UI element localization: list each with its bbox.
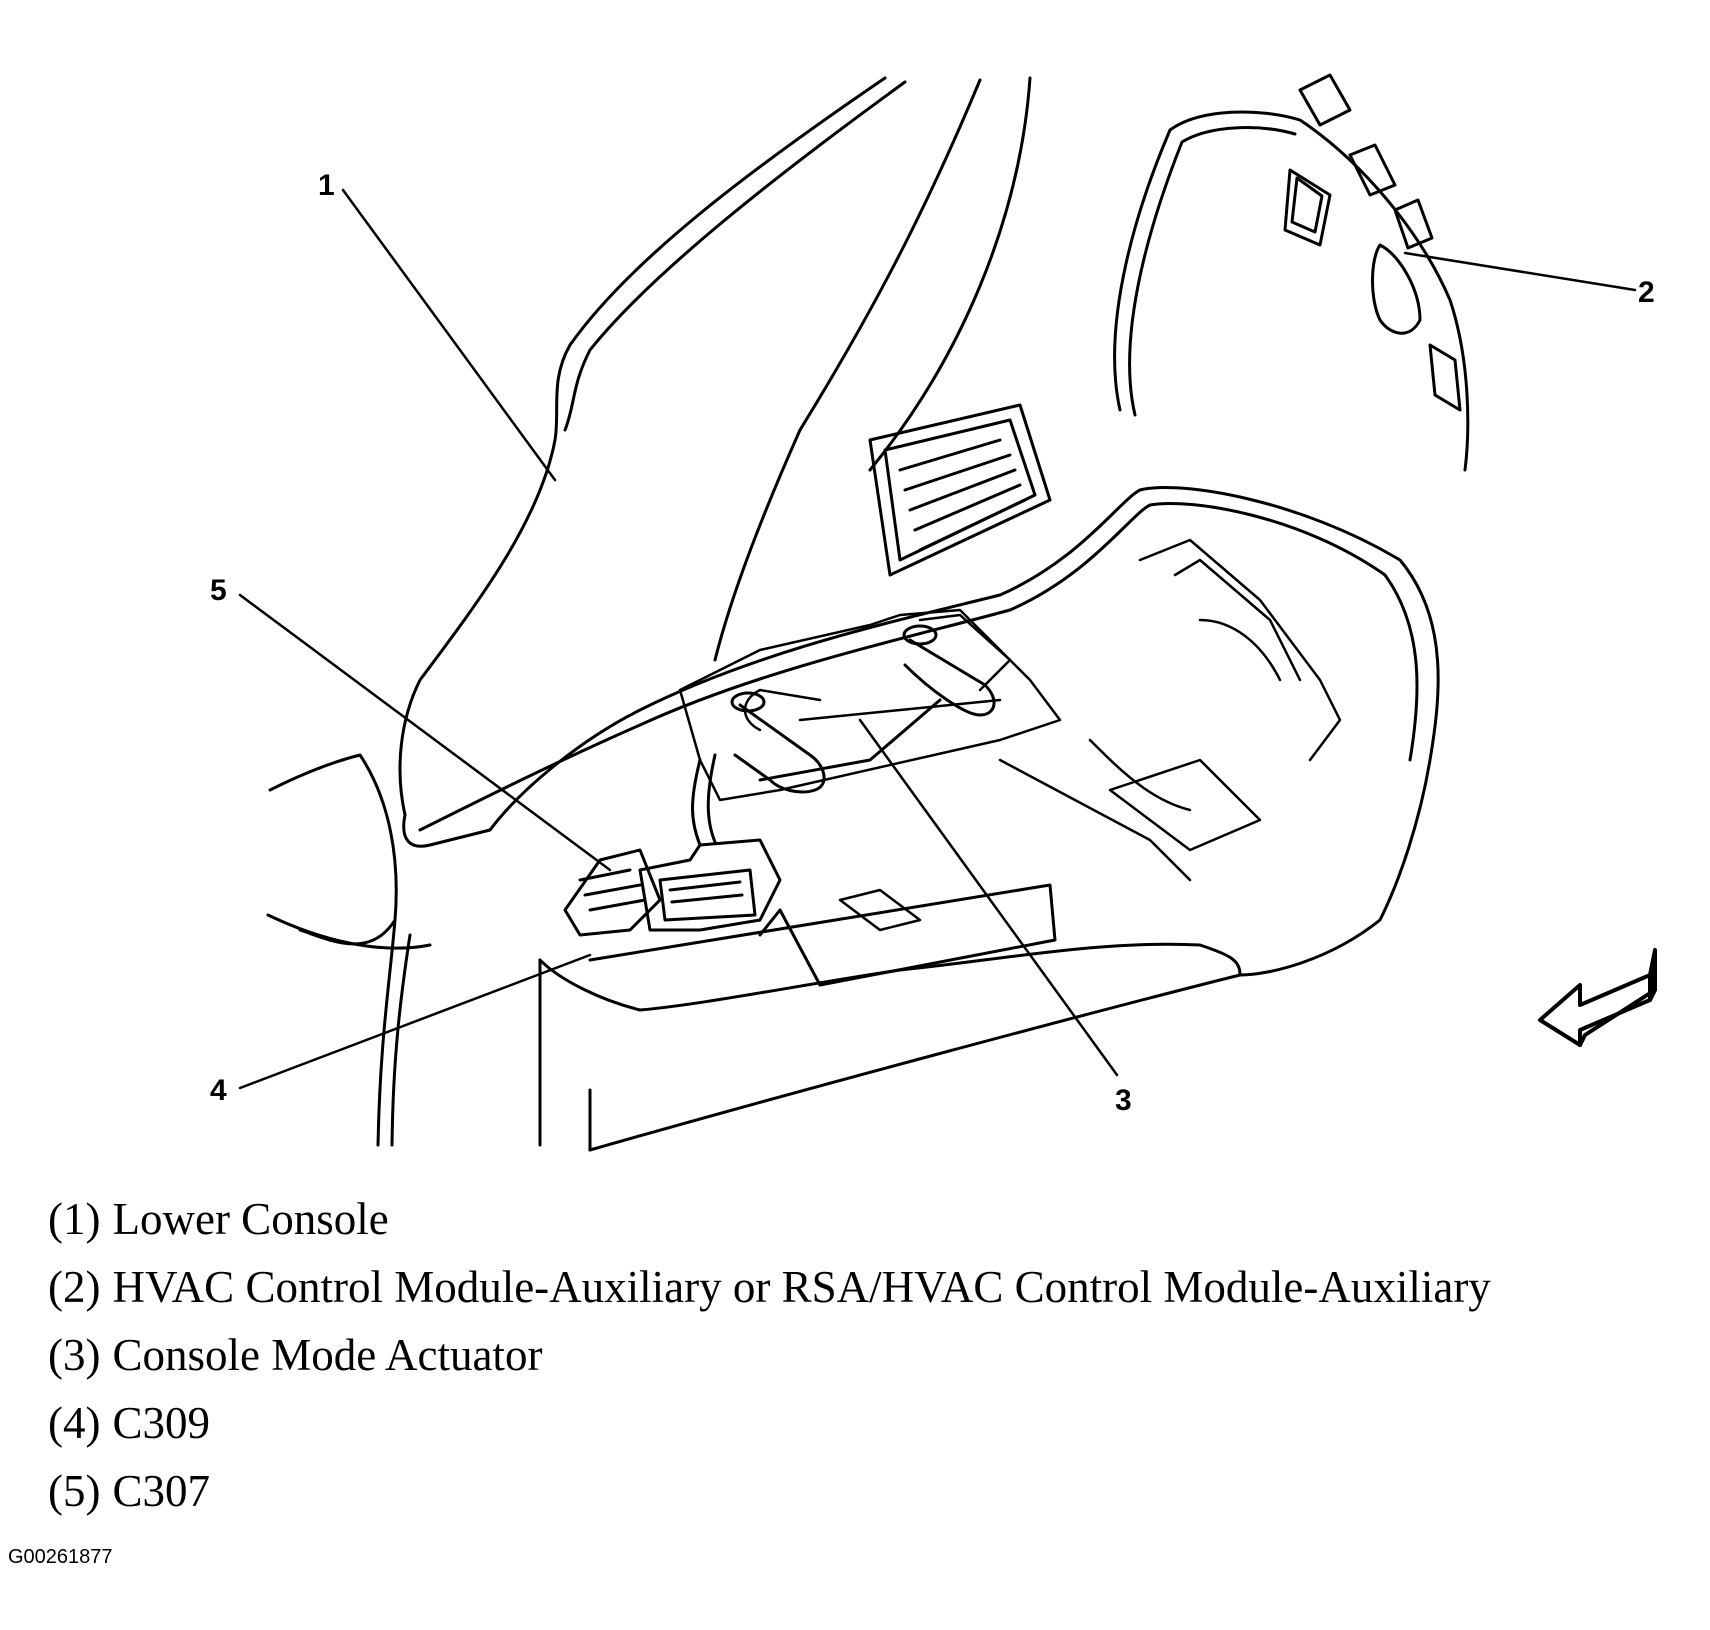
callout-3: 3 <box>1115 1084 1132 1117</box>
legend-label: C309 <box>112 1398 210 1448</box>
legend-number: (5) <box>48 1466 101 1516</box>
console-mode-actuator <box>730 624 996 794</box>
callout-4: 4 <box>210 1074 227 1107</box>
legend-item-3: (3)Console Mode Actuator <box>48 1321 1688 1389</box>
rear-hvac-panel <box>1113 73 1470 472</box>
console-tray <box>678 538 1342 932</box>
legend-number: (1) <box>48 1194 101 1244</box>
legend-label: C307 <box>112 1466 210 1516</box>
legend-item-4: (4)C309 <box>48 1389 1688 1457</box>
front-direction-arrow-icon <box>1538 948 1657 1047</box>
leader-lines <box>238 188 1637 1090</box>
callout-labels: 1 2 3 4 5 <box>210 169 1655 1117</box>
wiring-connectors <box>563 753 782 937</box>
console-illustration: 1 2 3 4 5 <box>210 73 1657 1152</box>
lower-console-body <box>402 486 1440 1152</box>
legend-number: (2) <box>48 1262 101 1312</box>
callout-2: 2 <box>1638 276 1655 309</box>
legend-item-5: (5)C307 <box>48 1457 1688 1525</box>
callout-1: 1 <box>318 169 335 202</box>
legend-number: (4) <box>48 1398 101 1448</box>
legend-list: (1)Lower Console (2)HVAC Control Module-… <box>48 1185 1688 1525</box>
legend-label: Lower Console <box>112 1194 389 1244</box>
figure-id: G00261877 <box>8 1546 113 1568</box>
legend-item-1: (1)Lower Console <box>48 1185 1688 1253</box>
callout-5: 5 <box>210 574 227 607</box>
legend-number: (3) <box>48 1330 101 1380</box>
floor-vent-grille <box>868 403 1052 577</box>
legend-item-2: (2)HVAC Control Module-Auxiliary or RSA/… <box>48 1253 1688 1321</box>
legend-label: Console Mode Actuator <box>112 1330 543 1380</box>
left-pillar-trim <box>398 76 1032 817</box>
left-floor-curve <box>266 753 432 1147</box>
legend-label: HVAC Control Module-Auxiliary or RSA/HVA… <box>112 1262 1491 1312</box>
